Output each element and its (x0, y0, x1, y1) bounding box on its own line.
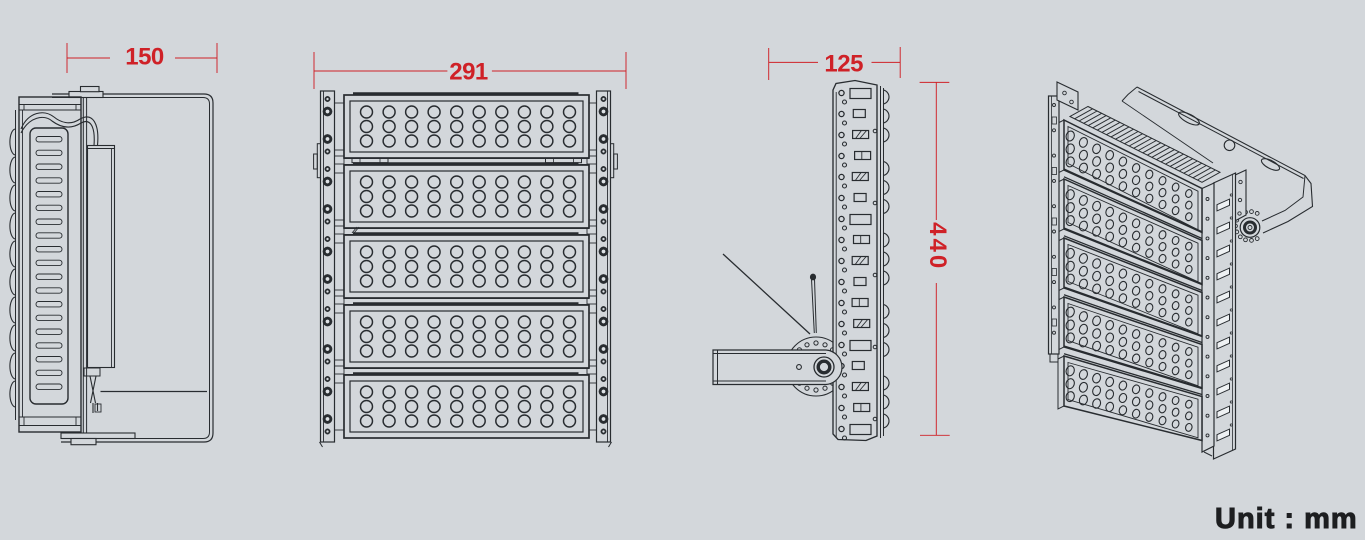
svg-text:150: 150 (125, 43, 164, 70)
svg-text:125: 125 (824, 50, 863, 77)
svg-text:440: 440 (924, 222, 951, 271)
svg-text:Unit : mm: Unit : mm (1215, 503, 1358, 535)
svg-text:291: 291 (449, 59, 488, 86)
